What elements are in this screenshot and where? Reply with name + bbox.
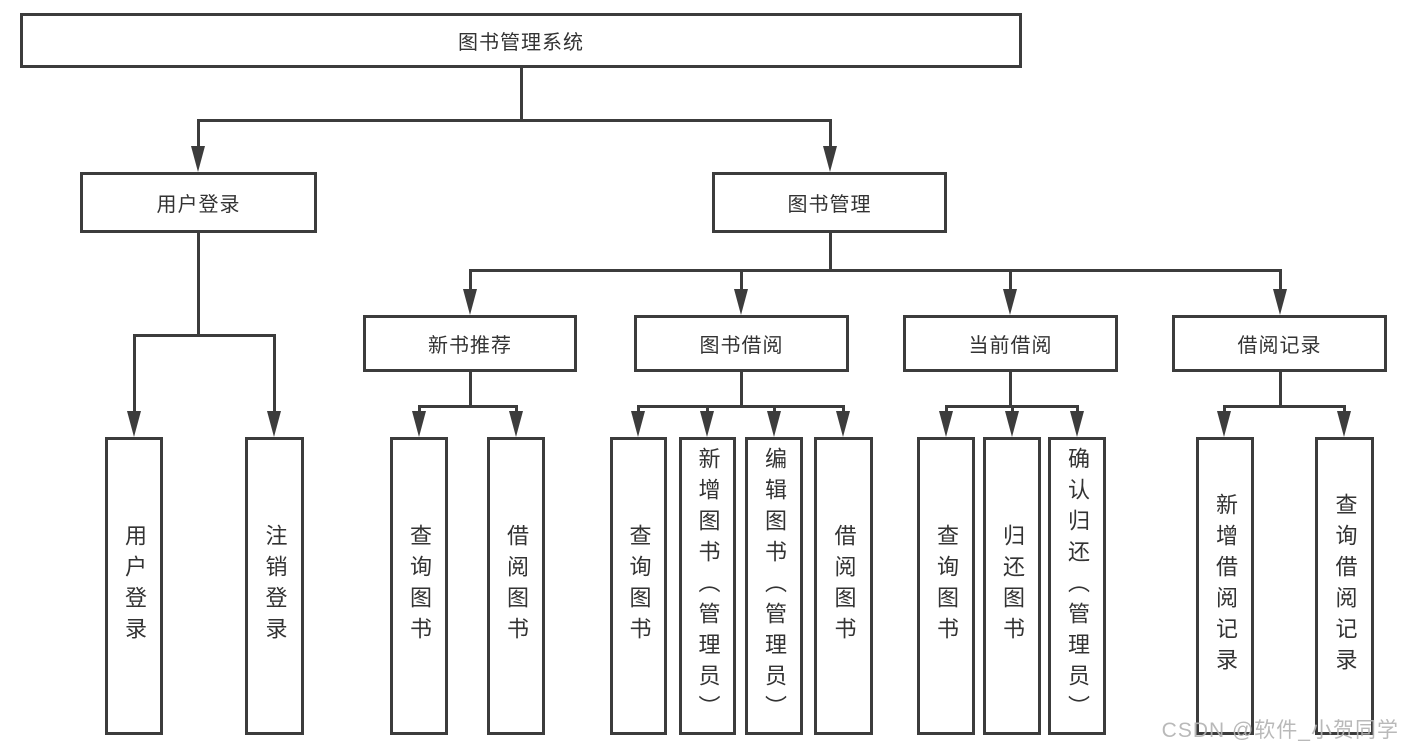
node-label: 新增图书（管理员） bbox=[695, 446, 721, 726]
watermark-csdn: CSDN @软件_小贺同学 bbox=[1161, 719, 1399, 742]
node-label: 归还图书 bbox=[1000, 524, 1025, 648]
connector-line bbox=[468, 269, 1282, 272]
connector-line bbox=[1278, 372, 1282, 408]
connector-line bbox=[841, 405, 845, 414]
node-label: 查询借阅记录 bbox=[1332, 493, 1358, 679]
connector-arrow-down bbox=[509, 411, 523, 437]
node-label: 查询图书 bbox=[626, 524, 652, 648]
connector-line bbox=[636, 405, 845, 408]
connector-arrow-down bbox=[191, 146, 205, 172]
node-label: 编辑图书（管理员） bbox=[762, 446, 787, 726]
connector-line bbox=[1075, 405, 1079, 414]
connector-line bbox=[417, 405, 421, 414]
node-label: 确认归还（管理员） bbox=[1065, 446, 1090, 726]
connector-line bbox=[772, 405, 776, 414]
node-label: 借阅图书 bbox=[831, 524, 857, 648]
connector-line bbox=[1222, 405, 1346, 408]
connector-line bbox=[196, 233, 200, 337]
leaf-return-books: 归还图书 bbox=[983, 437, 1041, 735]
connector-line bbox=[272, 334, 276, 413]
leaf-add-borrow-record: 新增借阅记录 bbox=[1196, 437, 1254, 735]
node-label: 图书管理系统 bbox=[458, 32, 584, 54]
node-borrowing-records: 借阅记录 bbox=[1172, 315, 1387, 372]
node-label: 借阅记录 bbox=[1237, 335, 1322, 357]
connector-arrow-down bbox=[1273, 289, 1287, 315]
node-label: 图书借阅 bbox=[699, 335, 784, 357]
connector-line bbox=[468, 372, 472, 408]
connector-arrow-down bbox=[734, 289, 748, 315]
connector-arrow-down bbox=[463, 289, 477, 315]
connector-line bbox=[514, 405, 518, 414]
connector-line bbox=[1008, 269, 1012, 293]
leaf-borrow-books-borrowing: 借阅图书 bbox=[814, 437, 873, 735]
connector-arrow-down bbox=[1003, 289, 1017, 315]
node-label: 借阅图书 bbox=[504, 524, 529, 648]
connector-line bbox=[828, 119, 832, 148]
node-label: 图书管理 bbox=[787, 194, 872, 216]
leaf-user-login: 用户登录 bbox=[105, 437, 163, 735]
connector-line bbox=[636, 405, 640, 414]
connector-line bbox=[132, 334, 136, 413]
node-label: 查询图书 bbox=[934, 524, 959, 648]
connector-arrow-down bbox=[1005, 411, 1019, 437]
connector-arrow-down bbox=[939, 411, 953, 437]
connector-arrow-down bbox=[1337, 411, 1351, 437]
connector-line bbox=[740, 372, 743, 408]
connector-line bbox=[132, 334, 276, 337]
leaf-logout: 注销登录 bbox=[245, 437, 304, 735]
leaf-add-books-admin: 新增图书（管理员） bbox=[679, 437, 736, 735]
node-new-book-recommendation: 新书推荐 bbox=[363, 315, 577, 372]
node-label: 当前借阅 bbox=[968, 335, 1053, 357]
leaf-confirm-return-admin: 确认归还（管理员） bbox=[1048, 437, 1106, 735]
node-book-borrowing: 图书借阅 bbox=[634, 315, 849, 372]
leaf-borrow-books-recommend: 借阅图书 bbox=[487, 437, 545, 735]
connector-arrow-down bbox=[631, 411, 645, 437]
connector-arrow-down bbox=[127, 411, 141, 437]
connector-line bbox=[1009, 372, 1012, 408]
connector-line bbox=[417, 405, 518, 408]
node-book-management: 图书管理 bbox=[712, 172, 947, 233]
connector-arrow-down bbox=[1217, 411, 1231, 437]
connector-arrow-down bbox=[267, 411, 281, 437]
node-label: 新增借阅记录 bbox=[1213, 493, 1238, 679]
connector-line bbox=[705, 405, 709, 414]
connector-line bbox=[1342, 405, 1346, 414]
connector-arrow-down bbox=[412, 411, 426, 437]
connector-line bbox=[1278, 269, 1282, 293]
connector-arrow-down bbox=[767, 411, 781, 437]
leaf-query-books-recommend: 查询图书 bbox=[390, 437, 448, 735]
connector-line bbox=[944, 405, 948, 414]
leaf-edit-books-admin: 编辑图书（管理员） bbox=[745, 437, 803, 735]
connector-line bbox=[739, 269, 743, 293]
node-label: 新书推荐 bbox=[428, 335, 512, 357]
node-user-login: 用户登录 bbox=[80, 172, 317, 233]
connector-arrow-down bbox=[823, 146, 837, 172]
connector-arrow-down bbox=[1070, 411, 1084, 437]
connector-line bbox=[828, 233, 832, 272]
connector-line bbox=[1222, 405, 1226, 414]
leaf-query-borrow-record: 查询借阅记录 bbox=[1315, 437, 1374, 735]
node-label: 查询图书 bbox=[407, 524, 432, 648]
node-label: 注销登录 bbox=[262, 524, 288, 648]
connector-line bbox=[1010, 405, 1014, 414]
leaf-query-books-borrowing: 查询图书 bbox=[610, 437, 667, 735]
node-label: 用户登录 bbox=[156, 194, 241, 216]
node-current-borrowing: 当前借阅 bbox=[903, 315, 1118, 372]
connector-arrow-down bbox=[836, 411, 850, 437]
node-label: 用户登录 bbox=[122, 524, 147, 648]
node-library-management-system: 图书管理系统 bbox=[20, 13, 1022, 68]
connector-line bbox=[519, 68, 523, 122]
connector-line bbox=[196, 119, 200, 148]
connector-line bbox=[468, 269, 472, 293]
connector-line bbox=[196, 119, 832, 122]
leaf-query-books-current: 查询图书 bbox=[917, 437, 975, 735]
connector-arrow-down bbox=[700, 411, 714, 437]
